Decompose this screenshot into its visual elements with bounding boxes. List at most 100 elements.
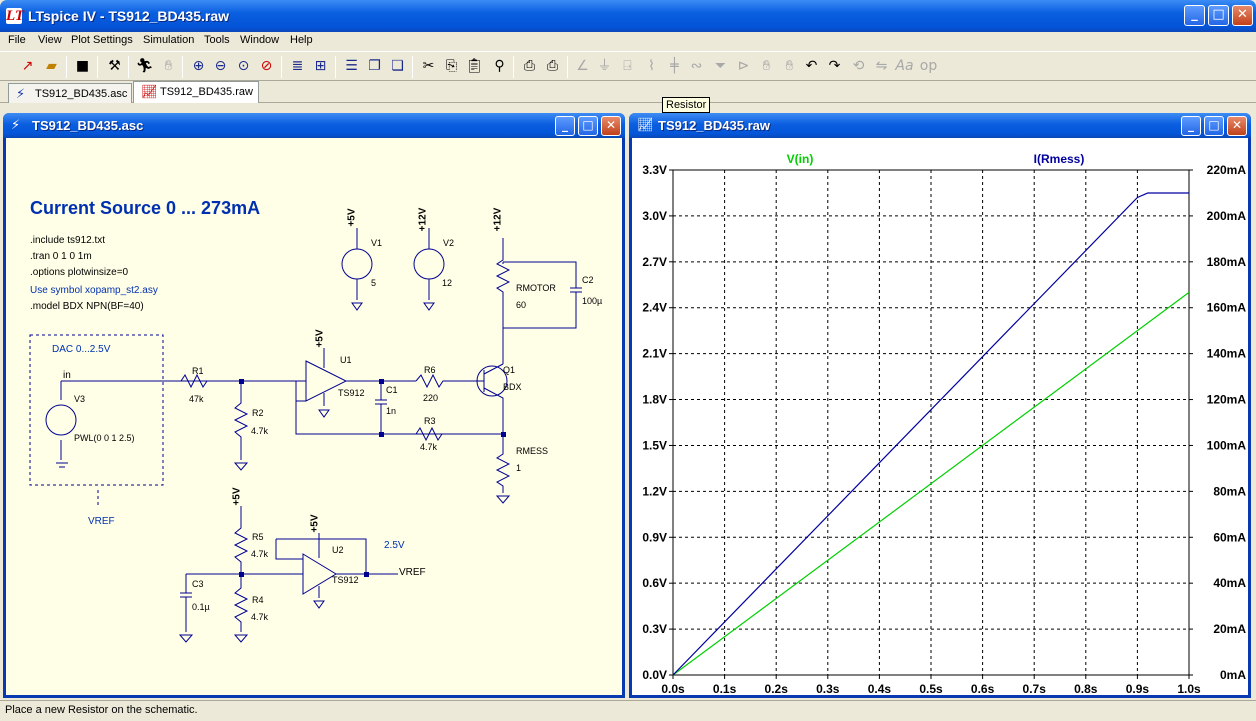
control-panel-icon[interactable]: ⚒ [108,58,121,74]
rotate-icon[interactable]: ⟲ [852,58,865,74]
schematic-canvas[interactable]: Current Source 0 ... 273mA .include ts91… [6,138,622,695]
redo-icon[interactable]: ↷ [828,58,841,74]
spice-directive-icon[interactable]: op [919,58,938,74]
zoom-in-icon[interactable]: ⊕ [192,58,205,74]
r3-ref[interactable]: R3 [424,416,436,426]
r5-ref[interactable]: R5 [252,532,264,542]
c2-ref[interactable]: C2 [582,275,594,285]
component-icon[interactable]: ⊳ [737,58,750,74]
u1-ref[interactable]: U1 [340,355,352,365]
print-setup-icon[interactable]: ⎙ [523,58,536,74]
tile-vertical-icon[interactable]: ❏ [391,58,404,74]
u2-ref[interactable]: U2 [332,545,344,555]
save-icon[interactable]: ■ [75,58,90,74]
plot-maximize-button[interactable]: □ [1204,116,1224,136]
cascade-icon[interactable]: ❐ [368,58,381,74]
cut-icon[interactable]: ✂ [422,58,435,74]
menu-help[interactable]: Help [290,34,313,46]
plot-window-titlebar[interactable]: 📈︎ TS912_BD435.raw _ □ ✕ [629,113,1251,138]
autorange-icon[interactable]: ≣ [291,58,304,74]
v3-ref[interactable]: V3 [74,394,86,404]
print-icon[interactable]: ⎙ [546,58,559,74]
paste-icon[interactable]: 📋︎ [465,58,484,74]
r1-value[interactable]: 47k [189,394,204,404]
rmotor-ref[interactable]: RMOTOR [516,283,556,293]
halt-icon[interactable]: ✋︎ [164,58,173,74]
open-icon[interactable]: ▰ [46,58,57,74]
text-icon[interactable]: Aa [895,58,914,74]
copy-icon[interactable]: ⎘ [445,58,458,74]
v2-value[interactable]: 12 [442,278,453,288]
minimize-button[interactable]: _ [1184,5,1205,26]
c3-ref[interactable]: C3 [192,579,204,589]
tile-horizontal-icon[interactable]: ☰ [345,58,358,74]
menu-view[interactable]: View [38,34,62,46]
close-button[interactable]: ✕ [1232,5,1253,26]
r6-ref[interactable]: R6 [424,365,436,375]
ground-icon[interactable]: ⏚ [597,58,612,74]
diode-icon[interactable]: ⏷ [714,58,727,74]
v3-value[interactable]: PWL(0 0 1 2.5) [74,433,135,443]
capacitor-icon[interactable]: ╪ [670,58,679,74]
rmess-ref[interactable]: RMESS [516,446,549,456]
v2-ref[interactable]: V2 [443,238,455,248]
inductor-icon[interactable]: ∾ [690,58,703,74]
schematic-maximize-button[interactable]: □ [578,116,598,136]
c1-value[interactable]: 1n [386,406,397,416]
directive-model[interactable]: .model BDX NPN(BF=40) [30,301,144,312]
net-label-in[interactable]: in [63,370,71,381]
plot-close-button[interactable]: ✕ [1227,116,1247,136]
plot-minimize-button[interactable]: _ [1181,116,1201,136]
new-schematic-icon[interactable]: ↗ [21,58,34,74]
rmess-value[interactable]: 1 [516,463,522,473]
zoom-cancel-icon[interactable]: ⊘ [260,58,273,74]
schematic-window-titlebar[interactable]: ⚡︎ TS912_BD435.asc _ □ ✕ [3,113,625,138]
move-icon[interactable]: ✋︎ [762,58,771,74]
r5-value[interactable]: 4.7k [251,549,269,559]
resistor-icon[interactable]: ⌇ [648,58,655,74]
r2-value[interactable]: 4.7k [251,426,269,436]
u2-value[interactable]: TS912 [332,575,359,585]
schematic-comment[interactable]: Use symbol xopamp_st2.asy [30,285,158,296]
net-label-vref[interactable]: VREF [399,567,426,578]
mirror-icon[interactable]: ⇋ [875,58,888,74]
menu-file[interactable]: File [8,34,26,46]
find-icon[interactable]: ⚲ [494,58,505,74]
zoom-fit-icon[interactable]: ⊙ [237,58,250,74]
tab-waveform[interactable]: 📈︎ TS912_BD435.raw [133,81,259,104]
directive-include[interactable]: .include ts912.txt [30,235,106,246]
rmotor-value[interactable]: 60 [516,300,527,310]
maximize-button[interactable]: □ [1208,5,1229,26]
undo-icon[interactable]: ↶ [805,58,818,74]
grid-icon[interactable]: ⊞ [314,58,327,74]
zoom-out-icon[interactable]: ⊖ [214,58,227,74]
schematic-close-button[interactable]: ✕ [601,116,621,136]
c3-value[interactable]: 0.1µ [192,602,210,612]
q1-ref[interactable]: Q1 [503,365,516,375]
menu-simulation[interactable]: Simulation [143,34,195,46]
v1-value[interactable]: 5 [371,278,377,288]
r4-ref[interactable]: R4 [252,595,264,605]
tab-schematic[interactable]: ⚡︎ TS912_BD435.asc [8,83,132,103]
v1-ref[interactable]: V1 [371,238,383,248]
r4-value[interactable]: 4.7k [251,612,269,622]
drag-icon[interactable]: ✋︎ [785,58,794,74]
c2-value[interactable]: 100µ [582,296,603,306]
r3-value[interactable]: 4.7k [420,442,438,452]
r1-ref[interactable]: R1 [192,366,204,376]
directive-options[interactable]: .options plotwinsize=0 [30,267,129,278]
schematic-minimize-button[interactable]: _ [555,116,575,136]
menu-tools[interactable]: Tools [204,34,230,46]
menu-plot-settings[interactable]: Plot Settings [71,34,133,46]
c1-ref[interactable]: C1 [386,385,398,395]
menu-window[interactable]: Window [240,34,280,46]
directive-tran[interactable]: .tran 0 1 0 1m [30,251,92,262]
r2-ref[interactable]: R2 [252,408,264,418]
q1-value[interactable]: BDX [503,382,522,392]
wire-icon[interactable]: ∠ [576,58,589,74]
run-icon[interactable]: 🏃︎ [135,58,154,74]
u1-value[interactable]: TS912 [338,388,365,398]
r6-value[interactable]: 220 [423,393,439,403]
